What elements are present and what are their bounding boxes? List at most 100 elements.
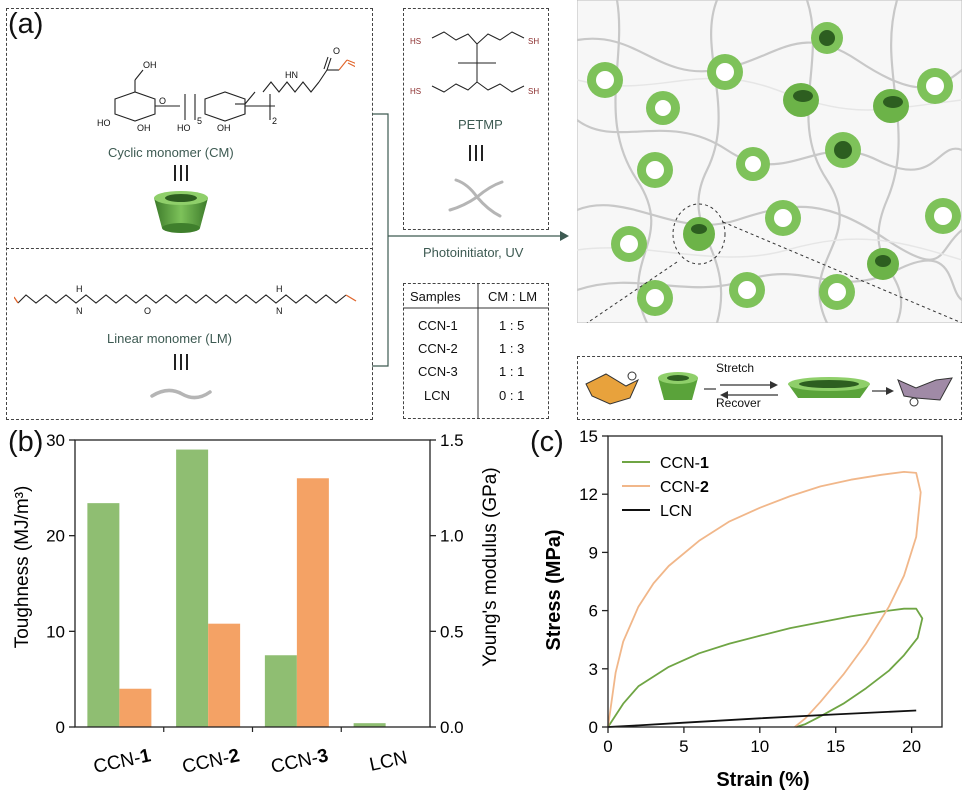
x-tick-label: 5	[679, 737, 688, 756]
modulus-bar	[208, 623, 241, 727]
table-row-sample: CCN-2	[418, 341, 458, 356]
x-tick-label: CCN-2	[180, 745, 241, 778]
y-tick-label: 15	[579, 430, 598, 446]
y-tick-label: 3	[589, 660, 598, 679]
table-row-ratio: 1 : 3	[499, 341, 525, 356]
panel-c-letter: (c)	[530, 426, 564, 458]
sample-table-lines	[403, 283, 549, 419]
cyclic-monomer-label: Cyclic monomer (CM)	[108, 145, 234, 160]
oh-atom-3: OH	[217, 123, 231, 133]
toughness-bar	[176, 449, 209, 727]
table-row-ratio: 0 : 1	[499, 388, 525, 403]
modulus-bar	[119, 688, 152, 727]
carbonyl-o-atom: O	[333, 46, 340, 56]
sample-table-box	[403, 283, 549, 419]
y-tick-label: 12	[579, 485, 598, 504]
petmp-box	[403, 8, 549, 230]
y-tick-label: 20	[46, 527, 65, 546]
panel-a-letter: (a)	[8, 8, 44, 40]
ring-o-atom: O	[159, 96, 166, 106]
toughness-bar	[353, 723, 386, 727]
table-row-sample: CCN-1	[418, 318, 458, 333]
ho-atom-2: HO	[177, 123, 191, 133]
equivalence-symbol-cm	[174, 165, 188, 181]
modulus-bar	[296, 478, 329, 727]
x-tick-label: LCN	[368, 747, 410, 775]
lm-n-atom-1: N	[76, 306, 83, 316]
y-tick-label: 6	[589, 602, 598, 621]
series-line	[607, 471, 922, 728]
toughness-bar	[264, 655, 297, 727]
legend-label: CCN-2	[660, 479, 709, 496]
y-axis-label-right: Young's modulus (GPa)	[480, 467, 501, 666]
y-tick-label: 0	[589, 718, 598, 737]
y-tick-label-right: 0.0	[440, 718, 464, 737]
equivalence-symbol-lm	[174, 354, 188, 370]
cyclodextrin-cone-icon	[154, 191, 208, 233]
table-header-samples: Samples	[410, 289, 461, 304]
oh-atom-1: OH	[143, 60, 157, 70]
y-tick-label: 0	[56, 718, 65, 737]
subscript-2: 2	[272, 116, 277, 126]
tetra-arm-crosslinker-icon	[448, 178, 504, 218]
panel-b-letter: (b)	[8, 426, 44, 458]
subscript-5: 5	[197, 116, 202, 126]
y-axis-label-left: Toughness (MJ/m³)	[12, 486, 33, 649]
toughness-bar	[87, 503, 120, 727]
petmp-label: PETMP	[458, 117, 503, 132]
legend-label: LCN	[660, 503, 692, 520]
cyclodextrin-rings	[587, 22, 961, 316]
thiol-hs-1: HS	[410, 37, 421, 46]
x-tick-label: 20	[902, 737, 921, 756]
zoom-circle	[672, 203, 726, 265]
lm-h-atom-2: H	[276, 284, 283, 294]
x-tick-label: 10	[750, 737, 769, 756]
table-row-sample: CCN-3	[418, 364, 458, 379]
table-row-ratio: 1 : 1	[499, 364, 525, 379]
lm-h-atom-1: H	[76, 284, 83, 294]
y-tick-label-right: 1.5	[440, 431, 464, 450]
y-tick-label: 30	[46, 431, 65, 450]
plot-frame	[74, 439, 431, 728]
y-tick-label: 10	[46, 622, 65, 641]
x-tick-label: CCN-3	[269, 745, 330, 778]
stretch-inset-box	[577, 356, 962, 420]
x-tick-label: 15	[826, 737, 845, 756]
plot-frame	[607, 435, 943, 728]
bar-chart: Toughness (MJ/m³) Young's modulus (GPa) …	[12, 431, 501, 778]
reaction-condition-label: Photoinitiator, UV	[423, 245, 524, 260]
petmp-structure: HS SH HS SH	[410, 31, 539, 96]
cyclic-monomer-structure: HN O OH HO OH HO OH O 5 2	[97, 46, 355, 133]
oh-atom-2: OH	[137, 123, 151, 133]
y-tick-label-right: 0.5	[440, 622, 464, 641]
thiol-hs-2: HS	[410, 87, 421, 96]
reaction-connector	[372, 113, 569, 367]
monomer-divider	[6, 248, 373, 249]
table-header-ratio: CM : LM	[488, 289, 538, 304]
equivalence-symbol-petmp	[469, 145, 483, 161]
stretch-recover-illustration	[585, 371, 953, 407]
network-illustration	[577, 0, 962, 323]
linear-monomer-label: Linear monomer (LM)	[107, 331, 232, 346]
hn-atom: HN	[285, 70, 298, 80]
linear-chain-icon	[150, 388, 212, 400]
x-tick-label: CCN-1	[92, 745, 154, 778]
x-axis-label: Strain (%)	[716, 769, 809, 791]
table-row-sample: LCN	[424, 388, 451, 403]
legend-label: CCN-1	[660, 455, 709, 472]
lm-n-atom-2: N	[276, 306, 283, 316]
ho-atom-1: HO	[97, 118, 111, 128]
linear-monomer-structure: H N H N O	[14, 284, 357, 316]
monomer-box	[6, 8, 373, 420]
table-row-ratio: 1 : 5	[499, 318, 525, 333]
lm-o-atom: O	[144, 306, 151, 316]
y-tick-label: 9	[589, 543, 598, 562]
series-line	[607, 709, 917, 728]
thiol-sh-2: SH	[528, 87, 539, 96]
stretch-label: Stretch	[716, 361, 755, 375]
x-tick-label: 0	[603, 737, 612, 756]
y-tick-label-right: 1.0	[440, 527, 464, 546]
recover-label: Recover	[716, 396, 761, 410]
